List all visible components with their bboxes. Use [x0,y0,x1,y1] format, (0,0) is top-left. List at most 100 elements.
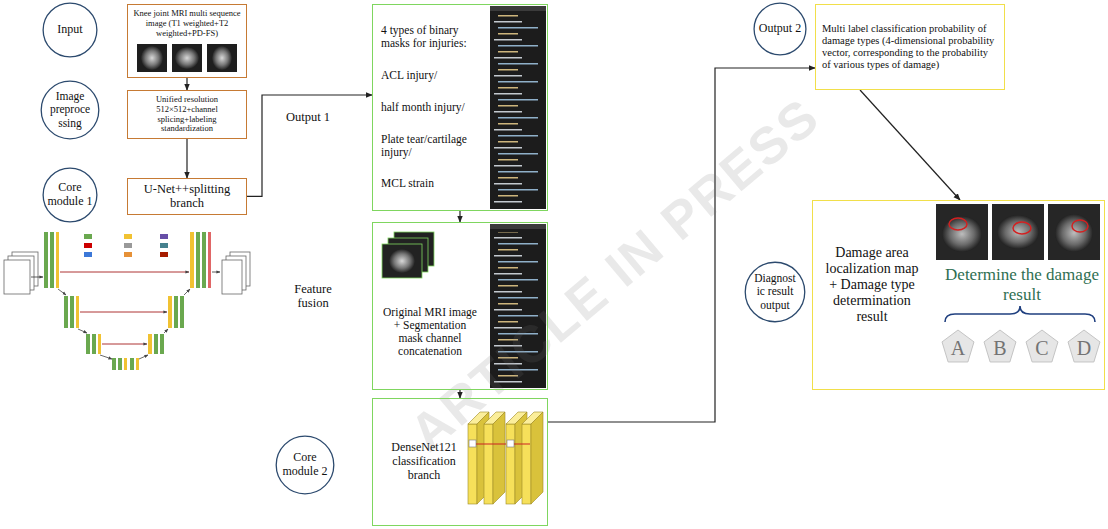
process-box: Unified resolution 512×512+channel splic… [127,90,247,139]
output-stack [222,252,250,294]
damage-type-pentagon: B [983,329,1017,363]
damage-type-pentagon: D [1067,329,1101,363]
skip-connections [60,272,189,273]
mri-thumbnails [172,44,202,72]
localization-maps [949,218,967,230]
node-text: 4 types of binary masks for injuries: [381,24,479,50]
localization-maps [1072,220,1088,232]
localization-maps [1055,214,1093,252]
encoder-blocks [86,334,90,354]
decoder-blocks [174,296,178,328]
localization-maps [1048,204,1100,260]
decoder-blocks [148,232,211,354]
code-screenshot [490,6,546,11]
image-stack [382,244,422,278]
code-screenshot [490,14,546,207]
unet-key-marks [84,234,92,239]
shape-body: D [1067,329,1101,363]
encoder-blocks [64,296,68,328]
step-circle: Core module 1 [42,167,98,223]
unet-key-marks [84,252,92,257]
encoder-blocks [50,232,54,288]
decoder-blocks [160,334,164,354]
unet-illustration [212,272,220,273]
encoder-blocks [44,232,48,288]
node-subtext: MCL strain [381,177,479,190]
node-text: Damage area localization map + Damage ty… [821,245,923,325]
shape-body: Diagnost ic result output [744,261,806,323]
decoder-blocks [208,232,211,288]
node-subtext: ACL injury/ [381,69,479,82]
node-text: B [985,337,1015,360]
step-circle: Diagnost ic result output [744,261,806,323]
unet-key-marks [84,243,92,248]
pooling-arrows [78,329,87,333]
bottleneck-blocks [136,358,139,370]
node-subtext: half month injury/ [381,101,479,114]
densenet-blocks [506,424,515,504]
skip-connections [60,272,189,344]
shape-body: C [1025,329,1059,363]
bottleneck-blocks [112,358,139,370]
decoder-blocks [148,334,152,354]
densenet-blocks [514,444,530,445]
node-text: Core module 2 [280,451,330,479]
node-text: C [1027,337,1057,360]
shape-body: Image preproce ssing [40,80,100,140]
damage-type-pentagon: C [1025,329,1059,363]
circle-outline [745,262,805,322]
process-box: U-Net++splitting branch [127,178,247,215]
unet-key-marks [124,234,132,239]
output-stack [222,260,242,294]
damage-type-pentagon: A [941,329,975,363]
decoder-blocks [202,232,206,288]
node-text: Unified resolution 512×512+channel splic… [131,95,243,134]
unet-key-marks [160,243,168,248]
flow-arrow [186,78,187,90]
unet-key-marks [160,252,168,257]
pooling-arrows [164,329,168,333]
pooling-arrows [58,289,190,359]
input-stack [4,260,30,294]
circle-outline [754,3,806,55]
node-text: Core module 1 [46,181,94,209]
localization-maps [942,216,982,252]
localization-maps [1013,222,1031,234]
code-screenshot [490,6,546,209]
pentagon-outline [984,330,1016,362]
node-text: D [1069,337,1099,360]
stage-label: Feature fusion [283,282,343,311]
step-circle: Output 2 [753,2,807,56]
mri-thumbnails [175,47,199,69]
node-text: Multi label classification probability o… [822,23,998,71]
output-box: 4 types of binary masks for injuries: ACL… [372,4,548,211]
mri-thumbnails [207,44,237,72]
classifier-box: DenseNet121 classification branch [372,398,548,526]
decoder-blocks [154,334,158,354]
localization-maps [936,204,1100,260]
circle-outline [43,168,97,222]
decoder-blocks [168,296,172,328]
output-box: Multi label classification probability o… [815,4,1005,90]
unet-key-marks [84,234,168,257]
densenet-blocks [469,440,476,447]
node-text: Original MRI image + Segmentation mask c… [381,306,479,359]
input-box: Knee joint MRI multi sequence image (T1 … [127,4,247,78]
mri-thumbnails [137,44,167,72]
densenet-blocks [531,412,543,504]
unet-key-marks [124,252,132,257]
flow-arrow [247,95,372,196]
circle-outline [41,81,99,139]
pooling-arrows [58,289,66,295]
bottleneck-blocks [118,358,122,370]
node-subtext: Plate tear/cartilage injury/ [381,133,479,159]
decoder-blocks [196,232,200,288]
decoder-blocks [190,232,194,288]
mri-thumbnails [212,46,232,70]
shape-body: Output 2 [753,2,807,56]
pentagon-outline [1068,330,1100,362]
unet-illustration [31,277,43,278]
shape-body: B [983,329,1017,363]
